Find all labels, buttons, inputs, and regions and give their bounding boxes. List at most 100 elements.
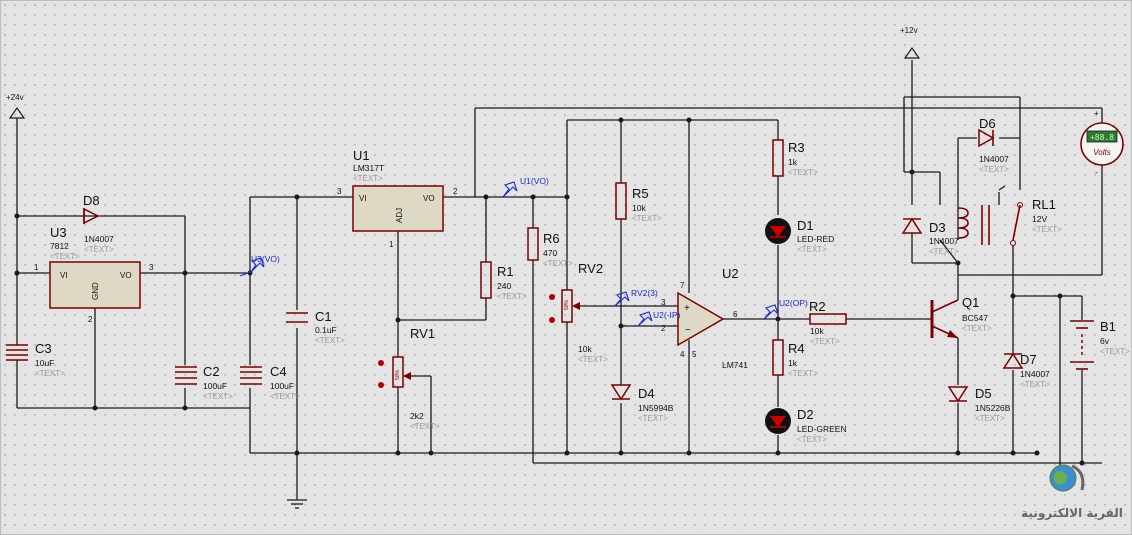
svg-text:4: 4 bbox=[680, 350, 685, 359]
svg-text:<TEXT>: <TEXT> bbox=[929, 247, 959, 256]
r1-resistor[interactable]: R1 240 <TEXT> bbox=[480, 261, 527, 301]
d2-ref: D2 bbox=[797, 407, 814, 422]
c3-capacitor[interactable]: C3 10uF <TEXT> bbox=[6, 341, 65, 378]
svg-text:VO: VO bbox=[423, 194, 435, 203]
probe-u2ip[interactable]: U2(-IP) bbox=[637, 310, 681, 327]
svg-text:ADJ: ADJ bbox=[395, 208, 404, 223]
svg-text:2: 2 bbox=[88, 315, 93, 324]
u2-opamp[interactable]: + − 7 3 2 6 4 5 U2 LM741 bbox=[661, 266, 748, 370]
r3-value: 1k bbox=[788, 157, 798, 167]
b1-value: 6v bbox=[1100, 336, 1110, 346]
r2-resistor[interactable]: R2 10k <TEXT> bbox=[809, 299, 847, 346]
r5-resistor[interactable]: R5 10k <TEXT> bbox=[615, 182, 662, 223]
rv1-potentiometer[interactable]: 50% RV1 2k2 <TEXT> bbox=[378, 326, 440, 431]
d6-diode[interactable]: D6 1N4007 <TEXT> bbox=[978, 116, 1009, 174]
d7-diode[interactable]: D7 1N4007 <TEXT> bbox=[1002, 352, 1050, 389]
svg-text:6: 6 bbox=[733, 310, 738, 319]
svg-text:<TEXT>: <TEXT> bbox=[1020, 380, 1050, 389]
probe-rv23[interactable]: RV2(3) bbox=[614, 288, 658, 307]
svg-text:VI: VI bbox=[359, 194, 367, 203]
d7-ref: D7 bbox=[1020, 352, 1037, 367]
r6-resistor[interactable]: R6 470 <TEXT> bbox=[527, 227, 573, 268]
rail-12v-label: +12v bbox=[900, 26, 918, 35]
r1-value: 240 bbox=[497, 281, 511, 291]
svg-text:+: + bbox=[1094, 109, 1099, 118]
svg-text:<TEXT>: <TEXT> bbox=[497, 292, 527, 301]
r6-ref: R6 bbox=[543, 231, 560, 246]
svg-text:<TEXT>: <TEXT> bbox=[35, 369, 65, 378]
q1-ref: Q1 bbox=[962, 295, 979, 310]
r3-resistor[interactable]: R3 1k <TEXT> bbox=[772, 139, 818, 177]
r3-ref: R3 bbox=[788, 140, 805, 155]
u2-ref: U2 bbox=[722, 266, 739, 281]
svg-text:<TEXT>: <TEXT> bbox=[788, 369, 818, 378]
d3-diode[interactable]: D3 1N4007 <TEXT> bbox=[901, 217, 959, 256]
d5-value: 1N5226B bbox=[975, 403, 1011, 413]
rl1-ref: RL1 bbox=[1032, 197, 1056, 212]
probe-u2op[interactable]: U2(OP) bbox=[763, 298, 808, 320]
voltmeter-unit: Volts bbox=[1093, 148, 1111, 157]
rl1-value: 12V bbox=[1032, 214, 1047, 224]
c2-capacitor[interactable]: C2 100uF <TEXT> bbox=[175, 364, 233, 401]
d8-diode[interactable]: D8 1N4007 <TEXT> bbox=[83, 193, 114, 254]
d1-ref: D1 bbox=[797, 218, 814, 233]
d4-ref: D4 bbox=[638, 386, 655, 401]
q1-value: BC547 bbox=[962, 313, 988, 323]
q1-transistor[interactable]: Q1 BC547 <TEXT> bbox=[930, 295, 992, 339]
svg-text:3: 3 bbox=[149, 263, 154, 272]
svg-text:<TEXT>: <TEXT> bbox=[788, 168, 818, 177]
d2-value: LED-GREEN bbox=[797, 424, 847, 434]
d1-led-red[interactable]: D1 LED-RED <TEXT> bbox=[765, 218, 834, 254]
r4-resistor[interactable]: R4 1k <TEXT> bbox=[772, 339, 818, 378]
svg-text:U2(-IP): U2(-IP) bbox=[653, 310, 681, 320]
svg-text:<TEXT>: <TEXT> bbox=[578, 355, 608, 364]
svg-text:<TEXT>: <TEXT> bbox=[975, 414, 1005, 423]
svg-text:2: 2 bbox=[453, 187, 458, 196]
u1-regulator[interactable]: VI VO ADJ 3 2 1 U1 LM317T <TEXT> bbox=[337, 148, 458, 249]
c1-capacitor[interactable]: C1 0.1uF <TEXT> bbox=[286, 309, 345, 345]
svg-text:<TEXT>: <TEXT> bbox=[979, 165, 1009, 174]
svg-text:7: 7 bbox=[680, 281, 685, 290]
rv2-value: 10k bbox=[578, 344, 592, 354]
probe-u3vo[interactable]: U3(VO) bbox=[239, 254, 280, 277]
svg-text:<TEXT>: <TEXT> bbox=[1100, 347, 1130, 356]
rv2-potentiometer[interactable]: 50% RV2 10k <TEXT> bbox=[549, 261, 608, 364]
svg-text:<TEXT>: <TEXT> bbox=[203, 392, 233, 401]
b1-battery[interactable]: B1 6v <TEXT> bbox=[1070, 319, 1130, 370]
c4-ref: C4 bbox=[270, 364, 287, 379]
svg-text:-: - bbox=[1095, 168, 1098, 177]
c4-capacitor[interactable]: C4 100uF <TEXT> bbox=[240, 364, 300, 401]
c3-ref: C3 bbox=[35, 341, 52, 356]
d3-ref: D3 bbox=[929, 220, 946, 235]
svg-text:<TEXT>: <TEXT> bbox=[270, 392, 300, 401]
u3-regulator[interactable]: VI VO GND 1 3 2 U3 7812 <TEXT> bbox=[34, 225, 154, 324]
svg-text:RV2(3): RV2(3) bbox=[631, 288, 658, 298]
rail-24v: +24v bbox=[6, 93, 26, 119]
d4-zener[interactable]: D4 1N5994B <TEXT> bbox=[610, 384, 674, 423]
u3-ref: U3 bbox=[50, 225, 67, 240]
d1-value: LED-RED bbox=[797, 234, 834, 244]
svg-text:<TEXT>: <TEXT> bbox=[543, 259, 573, 268]
svg-text:<TEXT>: <TEXT> bbox=[50, 252, 80, 261]
r5-ref: R5 bbox=[632, 186, 649, 201]
d2-led-green[interactable]: D2 LED-GREEN <TEXT> bbox=[765, 407, 847, 444]
u1-ref: U1 bbox=[353, 148, 370, 163]
svg-text:50%: 50% bbox=[564, 299, 570, 310]
rl1-relay[interactable]: RL1 12V <TEXT> bbox=[957, 185, 1062, 246]
rail-24v-label: +24v bbox=[6, 93, 24, 102]
svg-text:1: 1 bbox=[389, 240, 394, 249]
probe-u1vo[interactable]: U1(VO) bbox=[502, 176, 549, 198]
wires bbox=[14, 60, 1103, 500]
d5-zener[interactable]: D5 1N5226B <TEXT> bbox=[947, 386, 1011, 423]
c2-value: 100uF bbox=[203, 381, 227, 391]
c1-value: 0.1uF bbox=[315, 325, 337, 335]
rv1-ref: RV1 bbox=[410, 326, 435, 341]
svg-text:<TEXT>: <TEXT> bbox=[810, 337, 840, 346]
svg-text:<TEXT>: <TEXT> bbox=[353, 174, 383, 183]
svg-text:<TEXT>: <TEXT> bbox=[315, 336, 345, 345]
svg-text:VO: VO bbox=[120, 271, 132, 280]
svg-text:2: 2 bbox=[661, 324, 666, 333]
voltmeter[interactable]: +88.8 Volts + - bbox=[1080, 109, 1124, 177]
